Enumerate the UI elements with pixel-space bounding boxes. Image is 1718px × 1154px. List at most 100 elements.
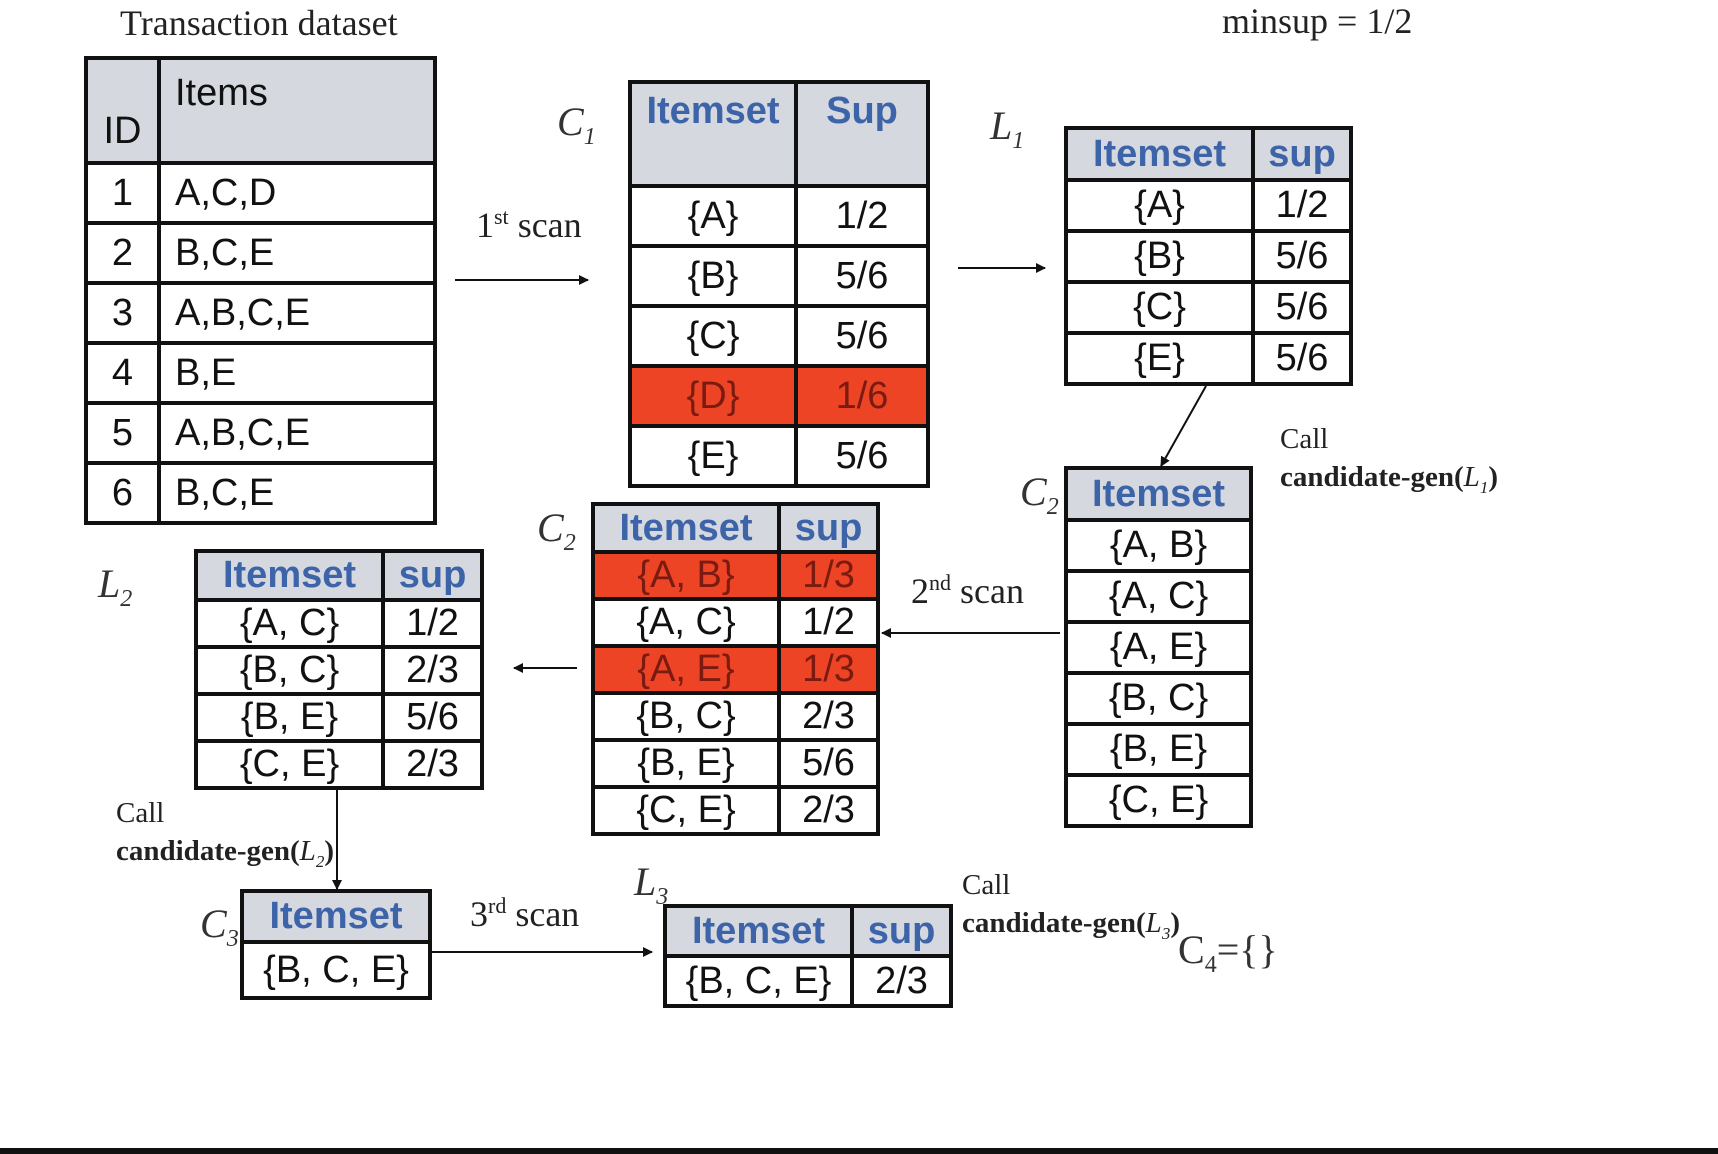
l1-itemset-cell: {E}: [1064, 331, 1255, 386]
c2-candidates-itemset-cell: {A, C}: [1064, 569, 1253, 624]
l2-row: {B, E}5/6: [194, 692, 484, 743]
c2-candidates-label: C2: [1020, 469, 1059, 520]
l2-sup-cell: 5/6: [381, 692, 484, 743]
l3-sup-cell: 2/3: [850, 954, 953, 1008]
l1-sup-cell: 5/6: [1251, 331, 1353, 386]
c1-row: {B}5/6: [628, 244, 930, 308]
l1-itemset-cell: {C}: [1064, 280, 1255, 335]
l2-itemset-cell: {B, C}: [194, 645, 385, 696]
dataset-items-cell: B,E: [157, 341, 437, 405]
c1-sup-header: Sup: [794, 80, 930, 188]
c2-counted-itemset-cell: {B, E}: [591, 738, 781, 789]
l1-itemset-cell: {B}: [1064, 229, 1255, 284]
c3-row: {B, C, E}: [240, 940, 432, 1000]
dataset-id-cell: 5: [84, 401, 161, 465]
c1-label: C1: [557, 99, 596, 150]
c1-sup-cell: 1/2: [794, 184, 930, 248]
dataset-items-cell: A,B,C,E: [157, 281, 437, 345]
c1-row: {C}5/6: [628, 304, 930, 368]
l1-itemset-cell: {A}: [1064, 178, 1255, 233]
c2-candidates-itemset-header: Itemset: [1064, 466, 1253, 522]
c2-counted-itemset-cell: {C, E}: [591, 785, 781, 836]
c2-counted-itemset-cell: {A, E}: [591, 644, 781, 695]
l3-sup-header: sup: [850, 904, 953, 958]
c2-candidates-row: {B, E}: [1064, 722, 1253, 777]
c2-candidates-row: {A, B}: [1064, 518, 1253, 573]
c2-candidates-itemset-cell: {B, C}: [1064, 671, 1253, 726]
c2-counted-itemset-header: Itemset: [591, 502, 781, 554]
c1-sup-cell: 5/6: [794, 244, 930, 308]
l1-row: {E}5/6: [1064, 331, 1353, 386]
call-candidate-gen-l2: Call candidate-gen(L2): [116, 797, 334, 871]
c2-counted-row: {B, E}5/6: [591, 738, 880, 789]
dataset-items-cell: B,C,E: [157, 461, 437, 525]
dataset-id-cell: 2: [84, 221, 161, 285]
l1-label: L1: [990, 103, 1025, 154]
dataset-id-cell: 6: [84, 461, 161, 525]
c2-candidates-row: {A, E}: [1064, 620, 1253, 675]
c3-itemset-header: Itemset: [240, 889, 432, 944]
bottom-border: [0, 1148, 1718, 1154]
c1-itemset-cell: {B}: [628, 244, 798, 308]
call-candidate-gen-l1: Call candidate-gen(L1): [1280, 423, 1498, 497]
c2-candidates-row: {C, E}: [1064, 773, 1253, 828]
l1-sup-cell: 5/6: [1251, 229, 1353, 284]
minsup-label: minsup = 1/2: [1222, 1, 1413, 41]
l3-itemset-cell: {B, C, E}: [663, 954, 854, 1008]
c2-counted-label: C2: [537, 505, 576, 556]
c3-table: Itemset {B, C, E}: [240, 889, 432, 1000]
l3-label: L3: [634, 859, 669, 910]
l1-row: {C}5/6: [1064, 280, 1353, 335]
call-candidate-gen-l3: Call candidate-gen(L3): [962, 869, 1180, 943]
l2-itemset-cell: {B, E}: [194, 692, 385, 743]
c2-counted-sup-cell: 1/3: [777, 550, 880, 601]
c1-sup-cell: 1/6: [794, 364, 930, 428]
c2-candidates-row: {A, C}: [1064, 569, 1253, 624]
l1-row: {A}1/2: [1064, 178, 1353, 233]
l3-row: {B, C, E}2/3: [663, 954, 953, 1008]
dataset-id-cell: 4: [84, 341, 161, 405]
c2-candidates-row: {B, C}: [1064, 671, 1253, 726]
l3-itemset-header: Itemset: [663, 904, 854, 958]
dataset-items-cell: B,C,E: [157, 221, 437, 285]
third-scan-label: 3rd scan: [470, 893, 580, 934]
dataset-id-cell: 3: [84, 281, 161, 345]
c1-itemset-cell: {E}: [628, 424, 798, 488]
c1-itemset-cell: {C}: [628, 304, 798, 368]
l1-sup-cell: 5/6: [1251, 280, 1353, 335]
c1-row: {E}5/6: [628, 424, 930, 488]
l1-table: Itemset sup {A}1/2{B}5/6{C}5/6{E}5/6: [1064, 126, 1353, 386]
c1-itemset-header: Itemset: [628, 80, 798, 188]
c1-sup-cell: 5/6: [794, 304, 930, 368]
c2-counted-sup-cell: 5/6: [777, 738, 880, 789]
c2-candidates-itemset-cell: {C, E}: [1064, 773, 1253, 828]
c2-candidates-table: Itemset {A, B}{A, C}{A, E}{B, C}{B, E}{C…: [1064, 466, 1253, 828]
c2-counted-sup-cell: 2/3: [777, 691, 880, 742]
l2-itemset-cell: {A, C}: [194, 598, 385, 649]
l1-sup-header: sup: [1251, 126, 1353, 182]
dataset-id-cell: 1: [84, 161, 161, 225]
c2-counted-itemset-cell: {A, C}: [591, 597, 781, 648]
c1-row: {D}1/6: [628, 364, 930, 428]
c2-counted-sup-cell: 1/3: [777, 644, 880, 695]
l2-row: {A, C}1/2: [194, 598, 484, 649]
l2-row: {C, E}2/3: [194, 739, 484, 790]
c2-candidates-itemset-cell: {A, E}: [1064, 620, 1253, 675]
c2-counted-sup-cell: 1/2: [777, 597, 880, 648]
l2-sup-cell: 2/3: [381, 739, 484, 790]
id-header: ID: [84, 56, 161, 165]
l1-row: {B}5/6: [1064, 229, 1353, 284]
c1-row: {A}1/2: [628, 184, 930, 248]
l1-sup-cell: 1/2: [1251, 178, 1353, 233]
l1-itemset-header: Itemset: [1064, 126, 1255, 182]
c4-empty-label: C4={}: [1178, 927, 1278, 978]
l2-itemset-header: Itemset: [194, 549, 385, 602]
c1-itemset-cell: {A}: [628, 184, 798, 248]
l2-sup-header: sup: [381, 549, 484, 602]
